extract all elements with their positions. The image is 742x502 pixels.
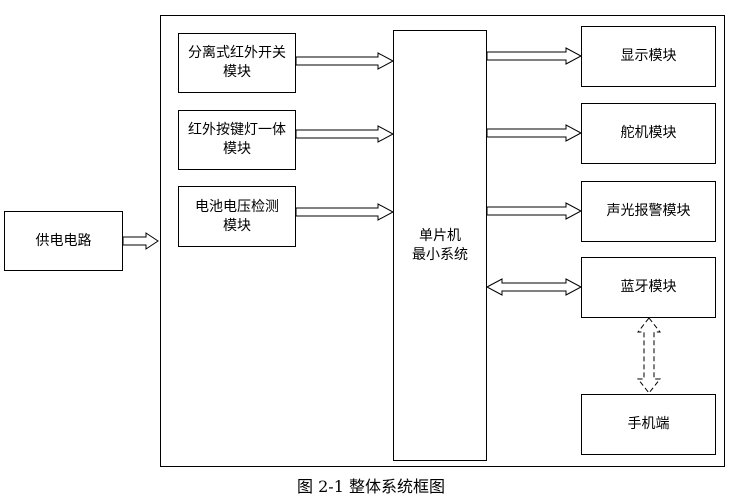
battery-detect-label: 电池电压检测 模块 (195, 198, 279, 234)
arrow-bluetooth-phone-wireless (636, 317, 662, 394)
ir-key-light-block: 红外按键灯一体 模块 (178, 110, 296, 170)
mcu-block: 单片机 最小系统 (393, 30, 487, 461)
arrow-mcu-to-display (486, 47, 583, 65)
ir-switch-label: 分离式红外开关 模块 (188, 45, 286, 80)
alarm-label: 声光报警模块 (606, 203, 691, 219)
mcu-label: 单片机 最小系统 (412, 227, 468, 263)
arrow-mcu-to-alarm (486, 202, 583, 220)
arrow-battery-to-mcu (295, 203, 395, 221)
arrow-ir-switch-to-mcu (295, 52, 395, 70)
system-boundary (160, 15, 725, 467)
power-supply-label: 供电电路 (35, 232, 92, 249)
battery-detect-block: 电池电压检测 模块 (178, 186, 296, 247)
power-supply-block: 供电电路 (4, 211, 123, 271)
bluetooth-block: 蓝牙模块 (581, 257, 716, 318)
arrow-mcu-to-servo (486, 124, 583, 142)
arrow-mcu-bluetooth-bidirectional (485, 278, 583, 296)
alarm-block: 声光报警模块 (581, 181, 716, 242)
display-block: 显示模块 (581, 26, 716, 87)
servo-block: 舵机模块 (581, 103, 716, 164)
phone-block: 手机端 (581, 394, 716, 455)
arrow-ir-key-light-to-mcu (295, 125, 395, 143)
servo-label: 舵机模块 (620, 125, 677, 141)
ir-key-light-label: 红外按键灯一体 模块 (188, 122, 286, 157)
display-label: 显示模块 (620, 48, 677, 64)
arrow-power-to-system (122, 232, 159, 250)
phone-label: 手机端 (627, 416, 670, 432)
ir-switch-block: 分离式红外开关 模块 (178, 33, 296, 93)
figure-caption: 图 2-1 整体系统框图 (297, 477, 445, 496)
bluetooth-label: 蓝牙模块 (620, 279, 677, 295)
